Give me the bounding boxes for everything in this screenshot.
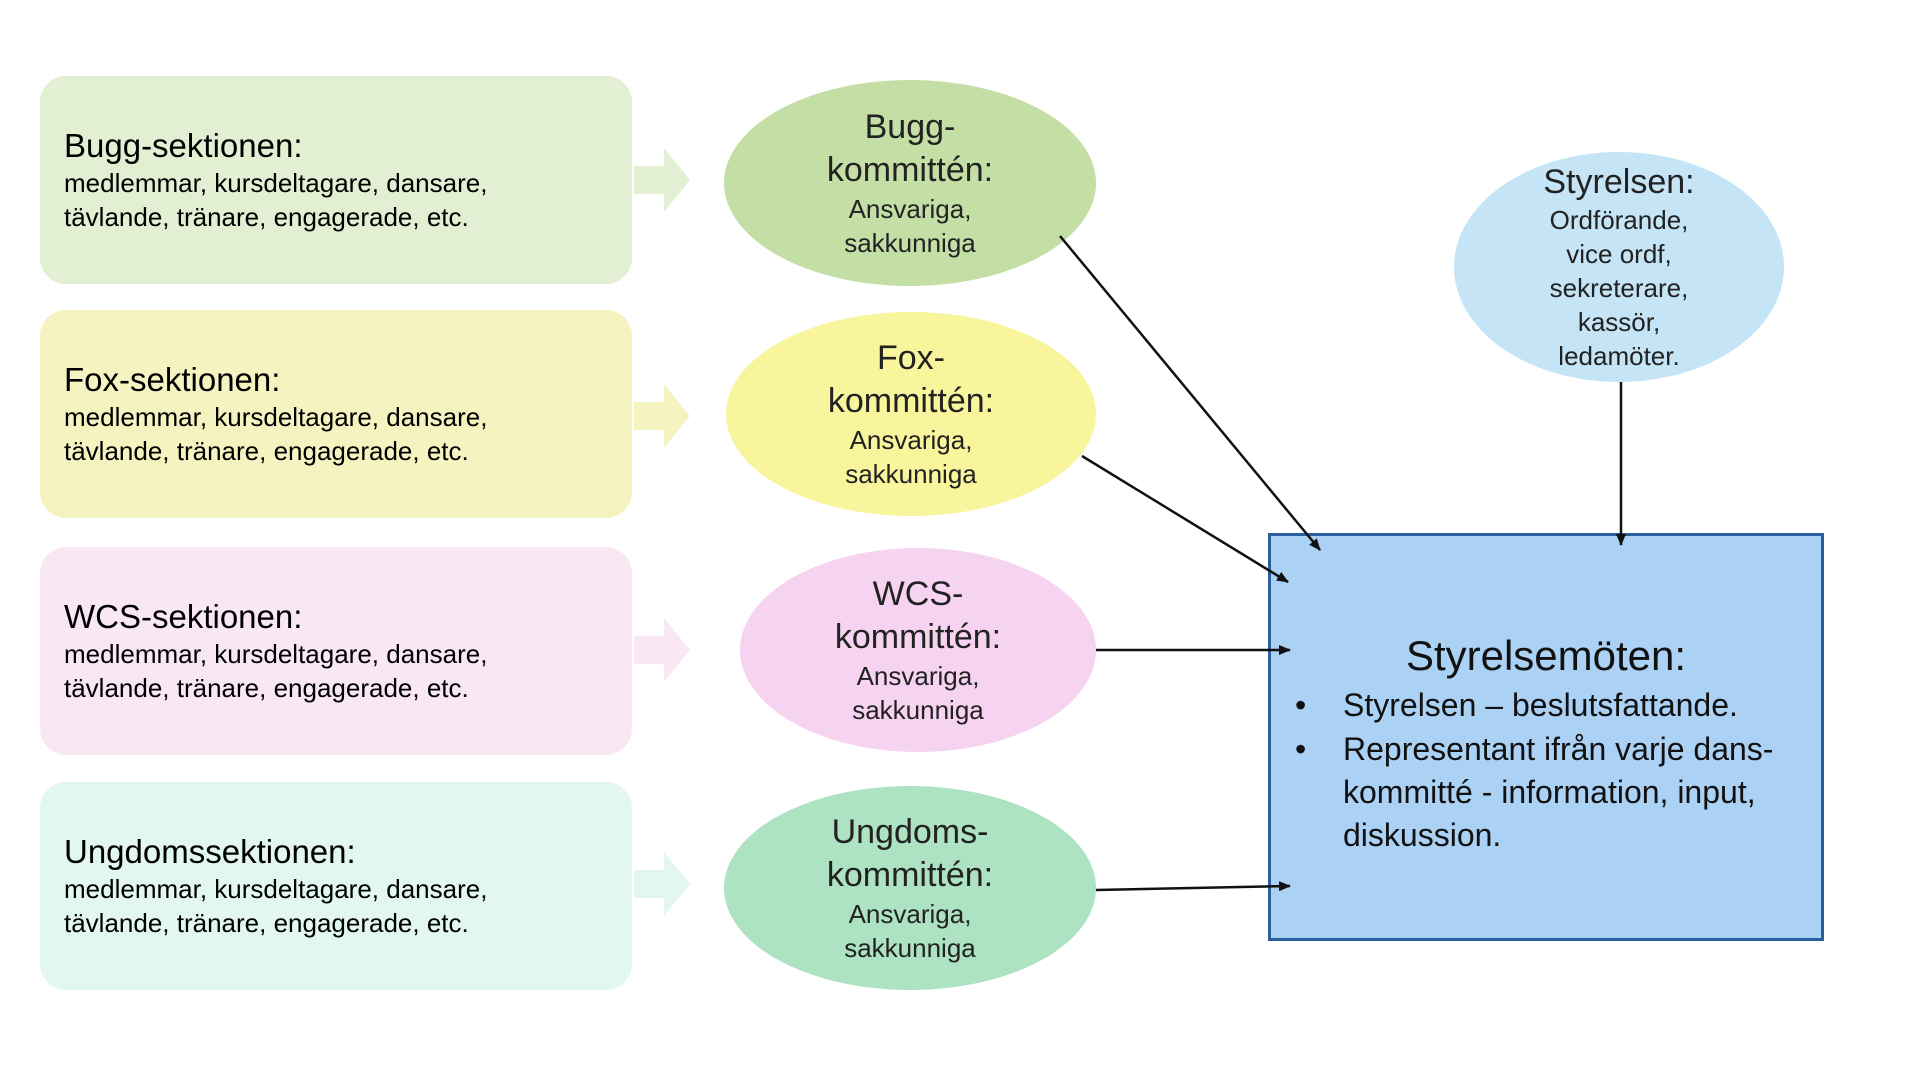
arrow-ungdom-to-meetings bbox=[1095, 881, 1291, 892]
section-desc-line1: medlemmar, kursdeltagare, dansare, bbox=[64, 168, 488, 198]
section-title: WCS-sektionen: bbox=[64, 598, 303, 635]
block-arrow-right-icon bbox=[634, 852, 690, 916]
block-arrow-right-icon bbox=[634, 148, 690, 212]
section-desc-line2: tävlande, tränare, engagerade, etc. bbox=[64, 202, 469, 232]
section-desc-line2: tävlande, tränare, engagerade, etc. bbox=[64, 436, 469, 466]
board-member-line: Ordförande, bbox=[1549, 205, 1689, 235]
section-desc-line2: tävlande, tränare, engagerade, etc. bbox=[64, 673, 469, 703]
committee-title: WCS-kommittén: bbox=[834, 575, 1002, 656]
board-member-line: ledamöter. bbox=[1558, 341, 1680, 371]
section-title: Ungdomssektionen: bbox=[64, 833, 356, 870]
section-title: Fox-sektionen: bbox=[64, 361, 281, 398]
committee-oval-bugg: Bugg-kommittén: Ansvariga, sakkunniga bbox=[724, 80, 1096, 286]
meeting-bullet-list: • Styrelsen – beslutsfattande. • Represe… bbox=[1295, 684, 1815, 858]
committee-desc-line1: Ansvariga, bbox=[856, 661, 980, 691]
section-desc-line1: medlemmar, kursdeltagare, dansare, bbox=[64, 402, 488, 432]
committee-title: Ungdoms-kommittén: bbox=[826, 813, 994, 894]
committee-desc-line2: sakkunniga bbox=[852, 695, 984, 725]
section-desc-line2: tävlande, tränare, engagerade, etc. bbox=[64, 908, 469, 938]
board-member-line: vice ordf, bbox=[1566, 239, 1672, 269]
committee-desc-line2: sakkunniga bbox=[844, 228, 976, 258]
committee-desc-line1: Ansvariga, bbox=[848, 899, 972, 929]
section-title: Bugg-sektionen: bbox=[64, 127, 303, 164]
committee-oval-fox: Fox-kommittén: Ansvariga, sakkunniga bbox=[726, 312, 1096, 516]
arrow-fox-to-meetings bbox=[1081, 454, 1289, 584]
board-meetings-box: Styrelsemöten: • Styrelsen – beslutsfatt… bbox=[1268, 533, 1824, 941]
board-member-line: sekreterare, bbox=[1549, 273, 1689, 303]
meeting-title: Styrelsemöten: bbox=[1405, 632, 1687, 679]
list-item: • Styrelsen – beslutsfattande. bbox=[1295, 684, 1815, 727]
board-title: Styrelsen: bbox=[1543, 163, 1695, 201]
board-member-line: kassör, bbox=[1577, 307, 1661, 337]
committee-desc-line2: sakkunniga bbox=[845, 459, 977, 489]
list-item-text: Styrelsen – beslutsfattande. bbox=[1343, 687, 1738, 723]
committee-title: Fox-kommittén: bbox=[827, 339, 995, 420]
block-arrow-right-icon bbox=[634, 618, 690, 682]
bullet-icon: • bbox=[1295, 687, 1307, 723]
section-desc-line1: medlemmar, kursdeltagare, dansare, bbox=[64, 639, 488, 669]
committee-title: Bugg-kommittén: bbox=[826, 108, 994, 189]
section-box-bugg: Bugg-sektionen: medlemmar, kursdeltagare… bbox=[40, 76, 632, 284]
list-item-text: Representant ifrån varje dans-kommitté -… bbox=[1343, 731, 1774, 853]
committee-desc-line1: Ansvariga, bbox=[848, 194, 972, 224]
committee-oval-ungdom: Ungdoms-kommittén: Ansvariga, sakkunniga bbox=[724, 786, 1096, 990]
committee-desc-line2: sakkunniga bbox=[844, 933, 976, 963]
committee-desc-line1: Ansvariga, bbox=[849, 425, 973, 455]
board-oval: Styrelsen: Ordförande, vice ordf, sekret… bbox=[1454, 152, 1784, 382]
section-box-ungdom: Ungdomssektionen: medlemmar, kursdeltaga… bbox=[40, 782, 632, 990]
section-box-wcs: WCS-sektionen: medlemmar, kursdeltagare,… bbox=[40, 547, 632, 755]
arrow-bugg-to-meetings bbox=[1059, 235, 1321, 551]
committee-oval-wcs: WCS-kommittén: Ansvariga, sakkunniga bbox=[740, 548, 1096, 752]
section-desc-line1: medlemmar, kursdeltagare, dansare, bbox=[64, 874, 488, 904]
section-box-fox: Fox-sektionen: medlemmar, kursdeltagare,… bbox=[40, 310, 632, 518]
list-item: • Representant ifrån varje dans-kommitté… bbox=[1295, 728, 1815, 857]
block-arrow-right-icon bbox=[634, 384, 690, 448]
bullet-icon: • bbox=[1295, 731, 1307, 767]
